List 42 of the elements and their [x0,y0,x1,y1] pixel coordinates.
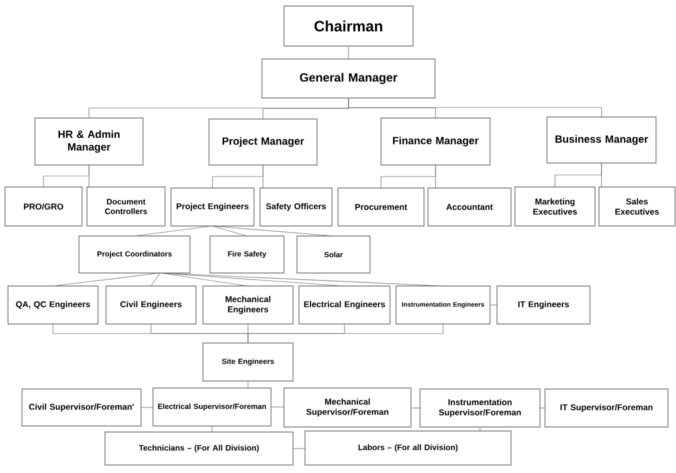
role-box: Marketing Executives [514,186,596,226]
role-box: Technicians – (For All Division) [104,432,294,466]
connector-line [150,272,160,286]
role-box: Labors – (For all Division) [304,430,512,466]
connector-line [140,407,154,408]
role-box: Project Engineers [170,188,254,226]
role-box: Civil Supervisor/Foreman' [22,388,142,426]
connector-line [212,226,248,236]
role-box: Finance Manager [380,118,490,166]
role-box: Project Manager [208,118,318,166]
role-box: Sales Executives [598,186,676,226]
connector-line [52,272,160,286]
connector-line [212,226,334,236]
connector-line [270,406,284,408]
role-box: IT Supervisor/Foreman [544,388,668,428]
role-box: IT Engineers [496,286,590,324]
connector-line [348,98,602,118]
role-box: Instrumentation Supervisor/Foreman [420,388,540,428]
connector-line [292,448,306,449]
role-box: Document Controllers [86,186,166,226]
connector-line [262,164,264,188]
role-box: HR & Admin Manager [34,118,144,166]
connector-line [88,164,90,188]
connector-line [601,162,602,188]
role-box: Accountant [428,188,512,226]
role-box: QA, QC Engineers [8,286,98,324]
role-box: Mechanical Supervisor/Foreman [284,388,412,428]
connector-line [435,164,436,188]
connector-line [490,304,498,306]
connector-line [134,226,212,236]
connector-line [348,46,349,60]
role-box: General Manager [262,58,436,98]
role-box: Chairman [284,6,414,46]
role-box: Procurement [338,188,424,226]
role-box: Civil Engineers [106,286,196,324]
role-box: PRO/GRO [4,186,82,226]
role-box: Business Manager [546,116,656,164]
role-box: Safety Officers [260,188,332,226]
role-box: Mechanical Engineers [202,286,294,324]
role-box: Electrical Engineers [298,286,390,324]
connector-line [160,272,444,286]
connector-line [248,324,444,344]
